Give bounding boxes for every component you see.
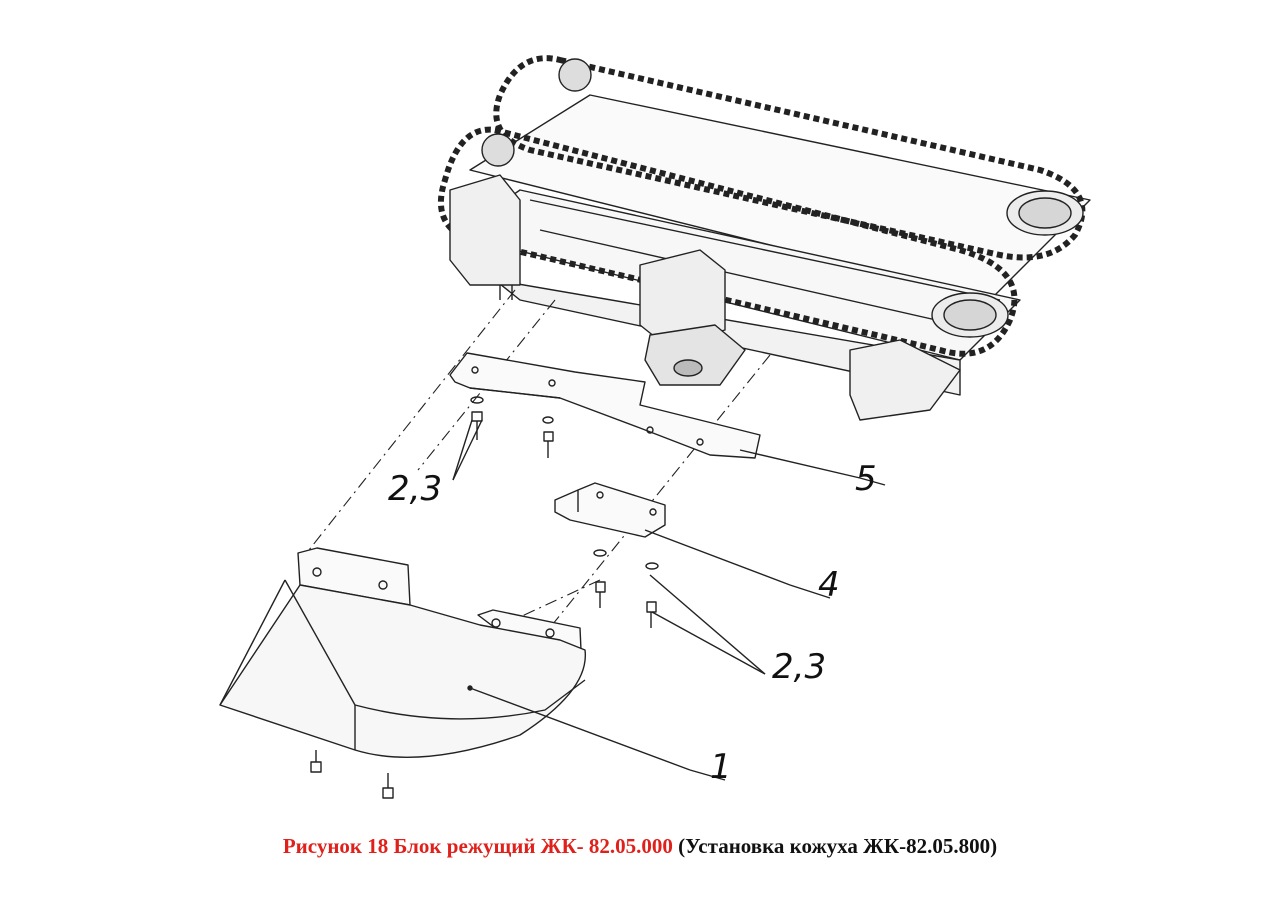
- caption-subtitle: (Установка кожуха ЖК-82.05.800): [678, 834, 998, 858]
- fasteners-lower: [310, 750, 394, 799]
- part-4-bracket: [554, 482, 666, 538]
- figure-caption: Рисунок 18 Блок режущий ЖК- 82.05.000 (У…: [0, 834, 1280, 859]
- fasteners-middle: [593, 549, 659, 628]
- callout-4: 4: [818, 565, 840, 605]
- callout-5: 5: [855, 459, 877, 499]
- fasteners-upper: [470, 396, 554, 458]
- callout-2-3-upper: 2,3: [388, 469, 443, 509]
- cutting-block-assembly: [437, 55, 1091, 421]
- callout-2-3-lower: 2,3: [772, 647, 827, 687]
- callout-1: 1: [710, 747, 732, 787]
- part-5-plate: [449, 352, 761, 459]
- part-1-cover: [219, 547, 586, 758]
- caption-title: Рисунок 18 Блок режущий ЖК- 82.05.000: [282, 834, 673, 858]
